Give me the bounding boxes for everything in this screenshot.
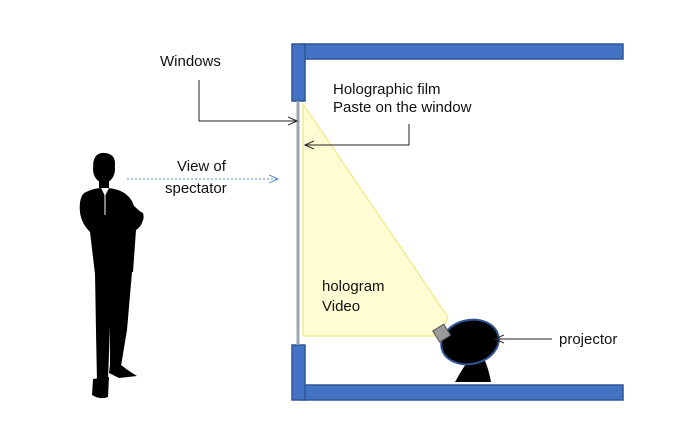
neck (99, 180, 109, 188)
folded-arms (83, 204, 144, 230)
hair (93, 152, 116, 166)
projector-lens (432, 323, 452, 343)
upper-window-frame (291, 43, 306, 102)
top-wall (302, 43, 624, 60)
right-shoe (109, 365, 137, 378)
spectator-label: spectator (165, 180, 227, 197)
right-leg (110, 272, 132, 372)
torso (79, 187, 144, 274)
view-of-label: View of (177, 158, 227, 175)
left-shoe (92, 377, 109, 399)
projector (432, 318, 500, 382)
windows-arrow (198, 80, 297, 121)
lower-window-frame (291, 344, 306, 401)
room-walls (291, 43, 624, 401)
projector-body (440, 318, 500, 366)
spectator-silhouette (79, 152, 144, 399)
projector-label: projector (559, 331, 617, 348)
holographic-film-label: Holographic film (333, 81, 441, 98)
paste-on-window-label: Paste on the window (333, 99, 472, 116)
hologram-label: hologram (322, 278, 385, 295)
left-leg (95, 272, 112, 382)
film-arrow (305, 124, 410, 145)
bottom-wall (302, 384, 624, 401)
video-label: Video (322, 298, 360, 315)
windows-label: Windows (160, 53, 221, 70)
shirt-collar (101, 188, 109, 196)
